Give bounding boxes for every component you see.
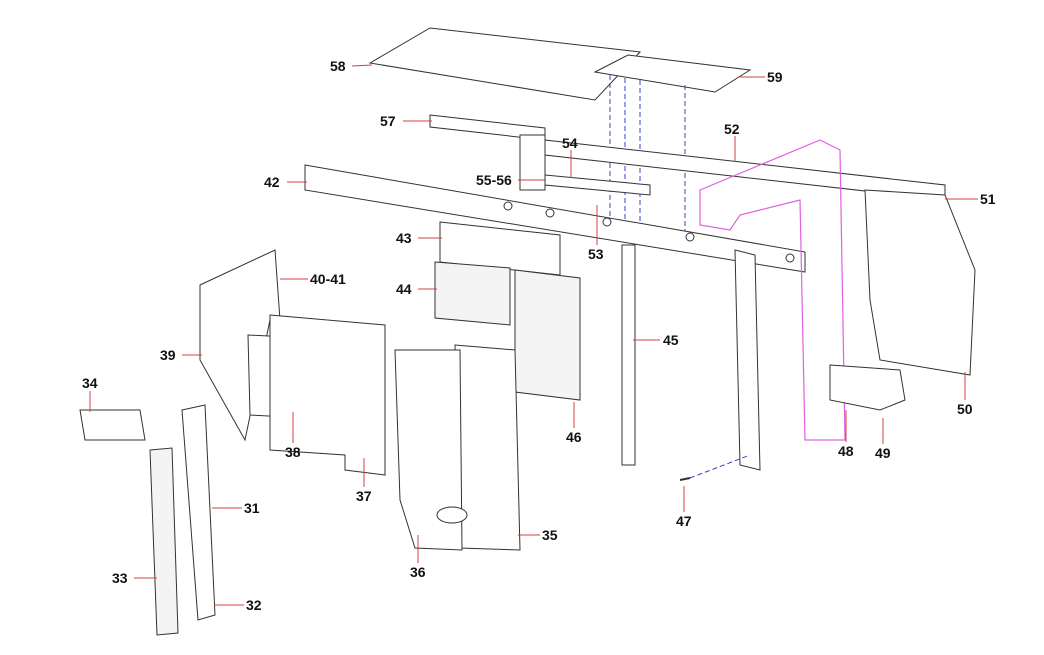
- part-43-plate: [439, 221, 561, 276]
- label-43: 43: [396, 230, 412, 246]
- label-49: 49: [875, 445, 891, 461]
- label-31: 31: [244, 500, 260, 516]
- label-45: 45: [663, 332, 679, 348]
- label-46: 46: [566, 429, 582, 445]
- label-35: 35: [542, 527, 558, 543]
- part-49-block: [829, 364, 906, 411]
- label-39: 39: [160, 347, 176, 363]
- label-54: 54: [562, 135, 578, 151]
- part-54-shaft: [544, 174, 651, 196]
- part-52-frame-highlighted: [699, 139, 846, 441]
- label-38: 38: [285, 444, 301, 460]
- label-44: 44: [396, 281, 412, 297]
- label-48: 48: [838, 443, 854, 459]
- label-40-41: 40-41: [310, 271, 346, 287]
- part-37-panel: [269, 314, 386, 476]
- label-58: 58: [330, 58, 346, 74]
- part-50-side-panel: [864, 189, 976, 376]
- part-45-bar: [621, 244, 636, 466]
- part-34-bracket: [79, 409, 146, 441]
- part-59-cover-plate: [593, 54, 752, 93]
- cutout: [436, 506, 468, 524]
- label-52: 52: [724, 121, 740, 137]
- label-53: 53: [588, 246, 604, 262]
- part-58-top-cover: [368, 27, 642, 101]
- hole: [602, 217, 612, 227]
- leader-58: [351, 64, 373, 67]
- label-55-56: 55-56: [476, 172, 512, 188]
- label-32: 32: [246, 597, 262, 613]
- label-57: 57: [380, 113, 396, 129]
- part-36-panel: [394, 349, 463, 551]
- part-57-bracket: [519, 134, 546, 191]
- label-47: 47: [676, 513, 692, 529]
- label-34: 34: [82, 375, 98, 391]
- part-47-screw: [679, 477, 691, 481]
- label-59: 59: [767, 69, 783, 85]
- label-37: 37: [356, 488, 372, 504]
- label-50: 50: [957, 401, 973, 417]
- hole: [545, 208, 555, 218]
- hole: [685, 232, 695, 242]
- screw-axis: [689, 454, 751, 479]
- hole: [785, 253, 795, 263]
- label-51: 51: [980, 191, 996, 207]
- label-42: 42: [264, 174, 280, 190]
- part-31-column: [181, 404, 216, 621]
- hole: [503, 201, 513, 211]
- part-33-column: [149, 447, 179, 636]
- label-33: 33: [112, 570, 128, 586]
- part-right-bracket: [734, 249, 761, 471]
- label-36: 36: [410, 564, 426, 580]
- part-44-pad: [434, 261, 511, 326]
